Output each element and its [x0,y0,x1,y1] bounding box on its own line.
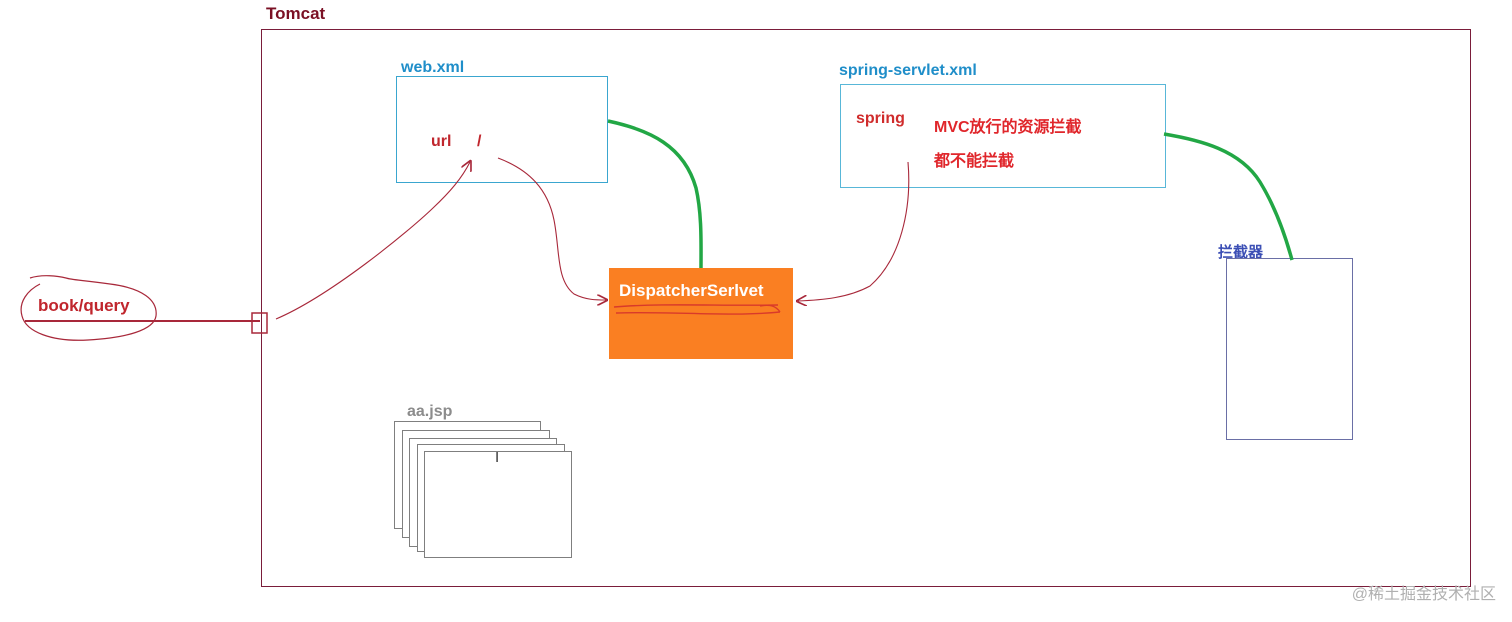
spring-note-line1: MVC放行的资源拦截 [934,119,1082,136]
tomcat-title: Tomcat [266,4,326,23]
watermark: @稀土掘金技术社区 [1351,586,1496,603]
dispatcher-servlet-label: DispatcherSerlvet [619,281,764,300]
url-label: url [431,133,452,150]
jsp-page-sheet [424,451,572,558]
request-path-label: book/query [38,296,130,315]
url-pattern-slash: / [477,133,482,150]
spring-servlet-xml-title: spring-servlet.xml [839,62,977,79]
web-xml-box [396,76,608,183]
text-cursor-icon: I [495,449,500,466]
tomcat-container [261,29,1471,587]
web-xml-title: web.xml [401,59,465,76]
spring-label: spring [856,110,905,127]
interceptor-box [1226,258,1353,440]
spring-note-line2: 都不能拦截 [934,153,1015,170]
aa-jsp-title: aa.jsp [407,403,453,420]
